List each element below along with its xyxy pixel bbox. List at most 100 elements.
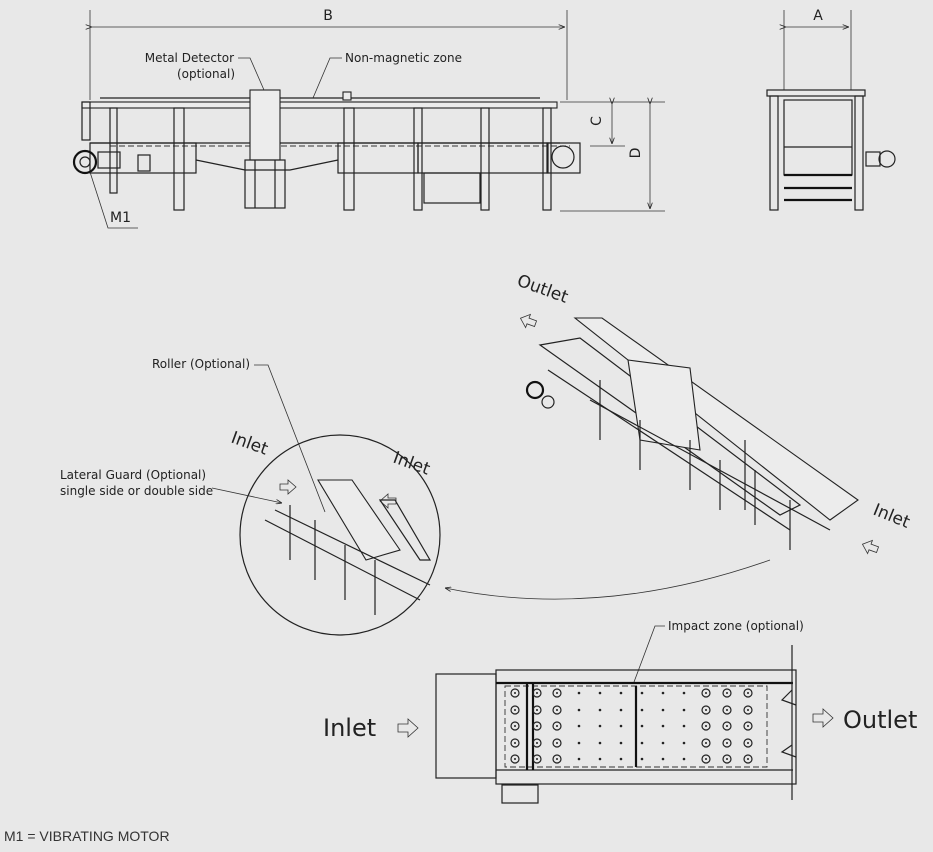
- detail-view: Inlet Inlet Roller (Optional) Lateral Gu…: [60, 357, 441, 636]
- roller-center: [556, 758, 558, 760]
- roller-icon: [701, 688, 711, 698]
- roller-icon: [510, 738, 520, 748]
- metal-detector-label: Metal Detector: [145, 51, 234, 65]
- roller-center: [747, 692, 749, 694]
- roller-icon: [552, 738, 562, 748]
- roller-center: [705, 692, 707, 694]
- roller-center: [536, 692, 538, 694]
- roller-icon: [743, 738, 753, 748]
- outlet-arrow-icon: [519, 313, 538, 329]
- top-outlet-label: Outlet: [843, 706, 917, 734]
- roller-icon: [701, 738, 711, 748]
- side-view: B Metal Detector (optional) Non-magnetic…: [72, 8, 665, 229]
- roller-icon: [701, 721, 711, 731]
- lateral-guard-label: Lateral Guard (Optional): [60, 468, 206, 482]
- roller-icon: [743, 688, 753, 698]
- roller-center: [556, 709, 558, 711]
- roller-icon: [722, 738, 732, 748]
- roller-icon: [532, 688, 542, 698]
- roller-icon: [743, 705, 753, 715]
- impact-bar-dot: [598, 724, 602, 728]
- roller-icon: [743, 721, 753, 731]
- roller-icon: [532, 738, 542, 748]
- roller-icon: [552, 688, 562, 698]
- detail-pointer-arc: [445, 559, 771, 600]
- roller-center: [747, 709, 749, 711]
- detail-inlet-left-label: Inlet: [228, 428, 271, 460]
- impact-bar-dot: [640, 757, 644, 761]
- impact-bar-dot: [682, 757, 686, 761]
- impact-zone-label: Impact zone (optional): [668, 619, 804, 633]
- dimension-d-label: D: [628, 148, 644, 159]
- detail-inlet-arrow-left-icon: [279, 479, 297, 495]
- roller-center: [556, 742, 558, 744]
- inlet-chute: [435, 673, 497, 779]
- roller-center: [726, 709, 728, 711]
- metal-detector-label-optional: (optional): [177, 67, 235, 81]
- roller-center: [514, 725, 516, 727]
- metal-detector: [249, 89, 281, 161]
- top-view: Impact zone (optional) Inlet Outlet: [323, 619, 917, 804]
- impact-bar-dot: [661, 691, 665, 695]
- roller-center: [747, 725, 749, 727]
- roller-center: [556, 692, 558, 694]
- roller-center: [726, 692, 728, 694]
- roller-center: [705, 742, 707, 744]
- roller-icon: [552, 721, 562, 731]
- roller-center: [514, 709, 516, 711]
- impact-bar-dot: [619, 741, 623, 745]
- impact-bar-dot: [640, 741, 644, 745]
- impact-bar-dot: [598, 691, 602, 695]
- roller-icon: [722, 688, 732, 698]
- roller-center: [705, 725, 707, 727]
- impact-bar-dot: [577, 724, 581, 728]
- roller-center: [556, 725, 558, 727]
- impact-bar-dot: [661, 724, 665, 728]
- impact-bar-dot: [661, 708, 665, 712]
- roller-center: [705, 709, 707, 711]
- roller-icon: [532, 705, 542, 715]
- detail-inlet-right-label: Inlet: [390, 448, 433, 480]
- roller-center: [536, 709, 538, 711]
- dimension-b-label: B: [323, 8, 333, 24]
- roller-center: [514, 758, 516, 760]
- top-view-motor: [501, 784, 539, 804]
- top-inlet-label: Inlet: [323, 714, 376, 742]
- roller-center: [726, 742, 728, 744]
- impact-bar-dot: [682, 741, 686, 745]
- roller-icon: [552, 754, 562, 764]
- roller-label: Roller (Optional): [152, 357, 250, 371]
- top-inlet-arrow-icon: [397, 718, 419, 738]
- impact-bar-dot: [577, 708, 581, 712]
- roller-icon: [532, 754, 542, 764]
- impact-bar-dot: [640, 724, 644, 728]
- inlet-arrow-icon: [861, 539, 880, 555]
- dimension-c-label: C: [589, 116, 605, 126]
- impact-bar-dot: [619, 724, 623, 728]
- roller-icon: [532, 721, 542, 731]
- roller-center: [514, 742, 516, 744]
- dimension-a-label: A: [813, 8, 823, 24]
- impact-bar-dot: [661, 757, 665, 761]
- roller-center: [536, 725, 538, 727]
- end-view: A: [766, 8, 896, 211]
- roller-center: [536, 758, 538, 760]
- roller-icon: [552, 705, 562, 715]
- roller-center: [514, 692, 516, 694]
- roller-center: [726, 758, 728, 760]
- roller-icon: [701, 705, 711, 715]
- non-magnetic-zone-label: Non-magnetic zone: [345, 51, 462, 65]
- impact-bar-dot: [640, 691, 644, 695]
- impact-bar-dot: [682, 724, 686, 728]
- roller-icon: [510, 688, 520, 698]
- roller-icon: [510, 705, 520, 715]
- isometric-view: Outlet Inlet: [445, 271, 913, 600]
- roller-icon: [743, 754, 753, 764]
- footnote: M1 = VIBRATING MOTOR: [4, 828, 170, 844]
- roller-center: [705, 758, 707, 760]
- impact-bar-dot: [682, 708, 686, 712]
- impact-bar-dot: [577, 691, 581, 695]
- detail-inlet-arrow-right-icon: [379, 493, 397, 509]
- impact-bar-dot: [598, 741, 602, 745]
